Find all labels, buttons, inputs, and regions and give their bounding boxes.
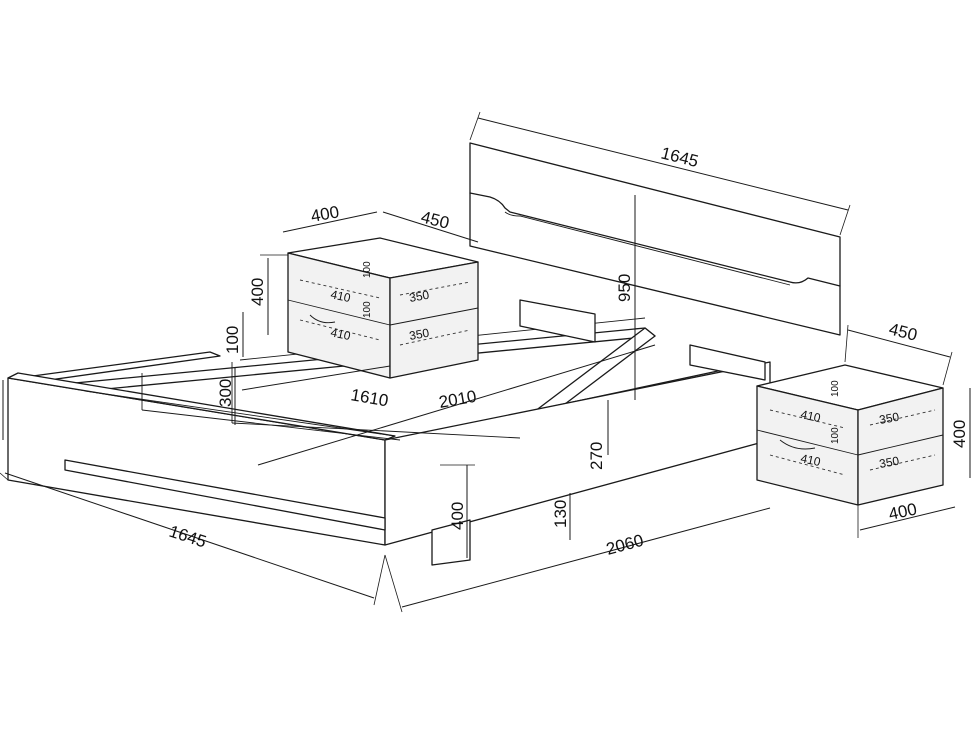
dimension-lines <box>0 111 971 613</box>
dim-bed-length: 2060 <box>604 531 645 559</box>
dim-frame-gap: 100 <box>223 326 242 354</box>
dim-headboard-width: 1645 <box>659 143 700 171</box>
dim-nightstand-right-depth: 450 <box>887 319 919 344</box>
dim-headboard-height: 950 <box>615 274 634 302</box>
dim-inner-depth: 300 <box>216 379 235 407</box>
dim-bed-width: 1645 <box>167 522 209 552</box>
dim-ns-right-drawer-depth-1: 350 <box>878 410 900 427</box>
dim-nightstand-right-width: 400 <box>887 499 919 523</box>
dim-nightstand-left-depth: 450 <box>419 207 451 232</box>
nightstand-right <box>756 364 944 506</box>
dim-ns-right-drawer-width-1: 410 <box>799 407 822 425</box>
bed-frame <box>7 299 771 566</box>
dim-inner-width: 1610 <box>349 385 390 410</box>
dim-ns-left-drawer-depth-2: 350 <box>408 326 430 343</box>
dim-nightstand-left-width: 400 <box>309 202 340 226</box>
dim-ns-left-drawer-depth-1: 350 <box>408 288 430 305</box>
dim-ns-right-drawer-depth-2: 350 <box>878 454 900 471</box>
dim-ns-right-drawer-width-2: 410 <box>799 451 822 469</box>
dim-ns-right-drawer-height-2: 100 <box>830 427 841 444</box>
dim-inner-length: 2010 <box>437 387 478 412</box>
dim-ns-left-drawer-width-2: 410 <box>329 325 352 343</box>
dim-ns-left-drawer-height-1: 100 <box>362 261 373 278</box>
dim-bed-height: 400 <box>448 502 467 530</box>
dim-nightstand-right-height: 400 <box>950 420 969 448</box>
dim-nightstand-left-height: 400 <box>248 278 267 306</box>
dim-leg-height: 130 <box>551 500 570 528</box>
dim-ns-left-drawer-height-2: 100 <box>362 301 373 318</box>
dim-ns-right-drawer-height-1: 100 <box>830 380 841 397</box>
dim-ns-left-drawer-width-1: 410 <box>329 287 352 305</box>
nightstand-left <box>287 237 479 379</box>
dim-side-height: 270 <box>587 442 606 470</box>
headboard <box>469 142 841 336</box>
